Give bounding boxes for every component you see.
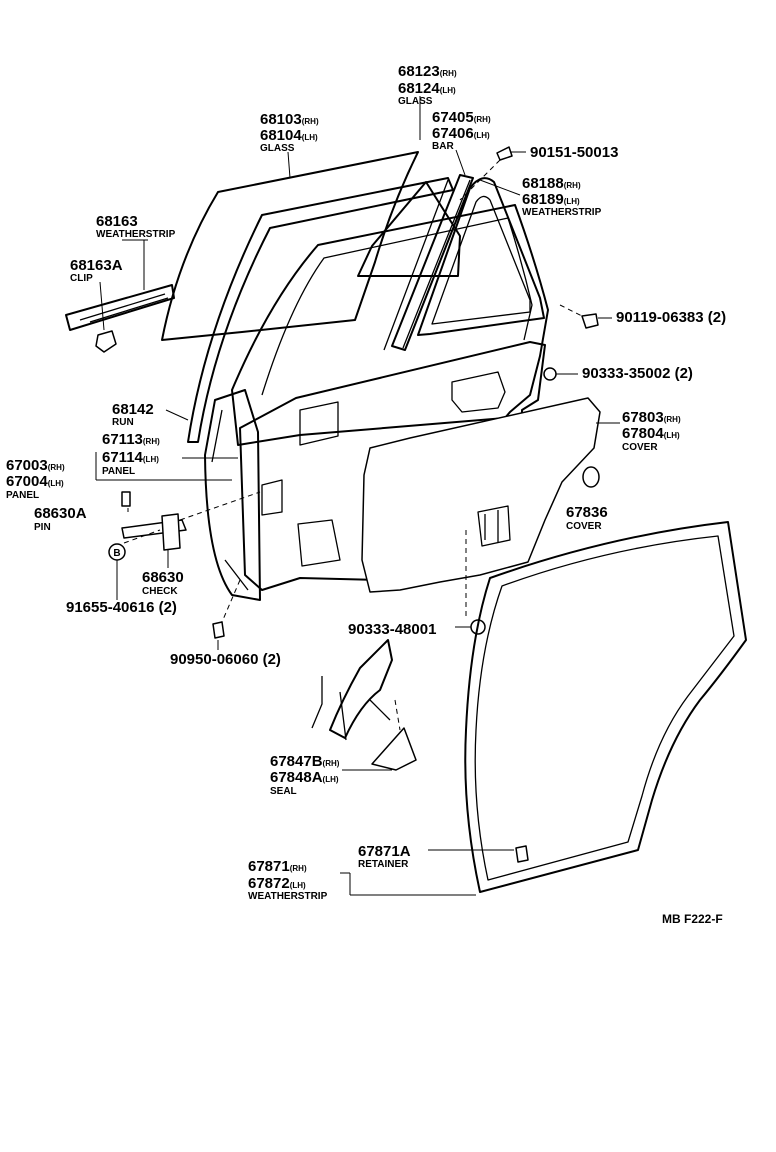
svg-text:67847B(RH): 67847B(RH)	[270, 753, 340, 770]
svg-text:68188(RH): 68188(RH)	[522, 175, 581, 192]
svg-text:WEATHERSTRIP: WEATHERSTRIP	[248, 891, 328, 902]
bolt-90151-shape	[496, 146, 513, 161]
svg-text:68123(RH): 68123(RH)	[398, 63, 457, 80]
svg-text:COVER: COVER	[566, 521, 602, 532]
svg-text:BAR: BAR	[432, 141, 454, 152]
svg-text:67405(RH): 67405(RH)	[432, 109, 491, 126]
run-channel-shape	[187, 177, 454, 443]
rear-glass-shape	[357, 181, 461, 277]
diagram-code: MB F222-F	[662, 912, 723, 926]
screw-90119-shape	[581, 313, 599, 329]
svg-text:68103(RH): 68103(RH)	[260, 111, 319, 128]
svg-text:PANEL: PANEL	[6, 490, 39, 501]
callout-run: 68142 RUN	[112, 401, 154, 428]
svg-text:68189(LH): 68189(LH)	[522, 191, 580, 208]
seal-shape	[371, 727, 417, 771]
svg-text:CLIP: CLIP	[70, 273, 93, 284]
clip-90950-shape	[212, 621, 225, 639]
svg-text:67872(LH): 67872(LH)	[248, 875, 306, 892]
door-weatherstrip-inner	[474, 535, 735, 881]
callout-weatherstrip-door: 67871(RH) 67872(LH) WEATHERSTRIP	[248, 858, 328, 902]
callout-seal: 67847B(RH) 67848A(LH) SEAL	[270, 753, 340, 797]
svg-text:RETAINER: RETAINER	[358, 859, 409, 870]
svg-text:68104(LH): 68104(LH)	[260, 127, 318, 144]
callout-bar: 67405(RH) 67406(LH) BAR	[432, 109, 491, 152]
svg-text:67803(RH): 67803(RH)	[622, 409, 681, 426]
front-glass-shape	[161, 151, 419, 341]
outer-panel-shape-inner	[211, 409, 249, 591]
svg-text:67113(RH): 67113(RH)	[102, 431, 160, 448]
callout-glass-rear: 68123(RH) 68124(LH) GLASS	[398, 63, 457, 107]
svg-text:68630A: 68630A	[34, 505, 87, 522]
svg-text:GLASS: GLASS	[260, 143, 295, 154]
callout-panel-outer: 67003(RH) 67004(LH) PANEL	[6, 457, 65, 501]
seal-bracket-shape	[329, 639, 393, 739]
pin-shape	[121, 491, 131, 507]
callout-plug-90333-48001: 90333-48001	[348, 621, 436, 638]
clip-68163a-shape	[95, 330, 117, 353]
frame-weatherstrip-inner	[431, 195, 531, 325]
svg-text:COVER: COVER	[622, 442, 658, 453]
svg-text:GLASS: GLASS	[398, 96, 433, 107]
svg-text:CHECK: CHECK	[142, 586, 178, 597]
svg-text:67003(RH): 67003(RH)	[6, 457, 65, 474]
division-bar-shape-inner	[383, 179, 471, 351]
svg-text:67848A(LH): 67848A(LH)	[270, 769, 339, 786]
svg-text:68163A: 68163A	[70, 257, 123, 274]
svg-text:SEAL: SEAL	[270, 786, 297, 797]
svg-text:68163: 68163	[96, 213, 138, 230]
svg-text:68142: 68142	[112, 401, 154, 418]
outer-panel-shape	[204, 389, 261, 601]
svg-text:PIN: PIN	[34, 522, 51, 533]
callout-weatherstrip-belt: 68163 WEATHERSTRIP	[96, 213, 176, 240]
service-cover-shape	[361, 397, 601, 593]
svg-text:67114(LH): 67114(LH)	[102, 449, 159, 466]
callout-retainer: 67871A RETAINER	[358, 843, 411, 870]
plug-90333-35002-shape	[543, 367, 557, 381]
svg-text:PANEL: PANEL	[102, 466, 135, 477]
svg-text:68630: 68630	[142, 569, 184, 586]
retainer-shape	[515, 845, 529, 863]
division-bar-shape	[391, 174, 474, 351]
callout-cover-service: 67803(RH) 67804(LH) COVER	[622, 409, 681, 453]
svg-text:67004(LH): 67004(LH)	[6, 473, 64, 490]
svg-text:RUN: RUN	[112, 417, 134, 428]
callout-clip-90950: 90950-06060 (2)	[170, 651, 281, 668]
svg-text:67836: 67836	[566, 504, 608, 521]
frame-weatherstrip-shape	[417, 177, 545, 336]
svg-text:67871(RH): 67871(RH)	[248, 858, 307, 875]
svg-text:67406(LH): 67406(LH)	[432, 125, 490, 142]
service-cover-holes	[477, 505, 511, 547]
check-bracket-shape	[161, 513, 181, 551]
door-frame-inner	[261, 217, 533, 396]
svg-text:WEATHERSTRIP: WEATHERSTRIP	[522, 207, 602, 218]
b-marker-label: B	[113, 548, 120, 559]
callout-glass-front: 68103(RH) 68104(LH) GLASS	[260, 111, 319, 154]
callout-bolt-90151: 90151-50013	[530, 144, 618, 161]
callout-weatherstrip-frame: 68188(RH) 68189(LH) WEATHERSTRIP	[522, 175, 602, 218]
callout-cover-67836: 67836 COVER	[566, 504, 608, 532]
door-frame-shape	[231, 204, 549, 446]
svg-text:67804(LH): 67804(LH)	[622, 425, 680, 442]
callout-plug-90333-35002: 90333-35002 (2)	[582, 365, 693, 382]
door-weatherstrip-shape	[464, 521, 747, 893]
belt-weatherstrip-shape	[65, 284, 175, 331]
seal-bracket-lines	[311, 676, 391, 741]
callout-pin: 68630A PIN	[34, 505, 87, 533]
svg-text:67871A: 67871A	[358, 843, 411, 860]
callout-bolt-91655: 91655-40616 (2)	[66, 599, 177, 616]
callout-check: 68630 CHECK	[142, 569, 184, 597]
cover-67836-shape	[582, 466, 600, 488]
svg-text:68124(LH): 68124(LH)	[398, 80, 456, 97]
callout-panel-inner: 67113(RH) 67114(LH) PANEL	[102, 431, 160, 477]
callout-screw-90119: 90119-06383 (2)	[616, 309, 726, 326]
svg-text:WEATHERSTRIP: WEATHERSTRIP	[96, 229, 176, 240]
inner-panel-holes	[261, 371, 506, 567]
callout-clip: 68163A CLIP	[70, 257, 123, 284]
